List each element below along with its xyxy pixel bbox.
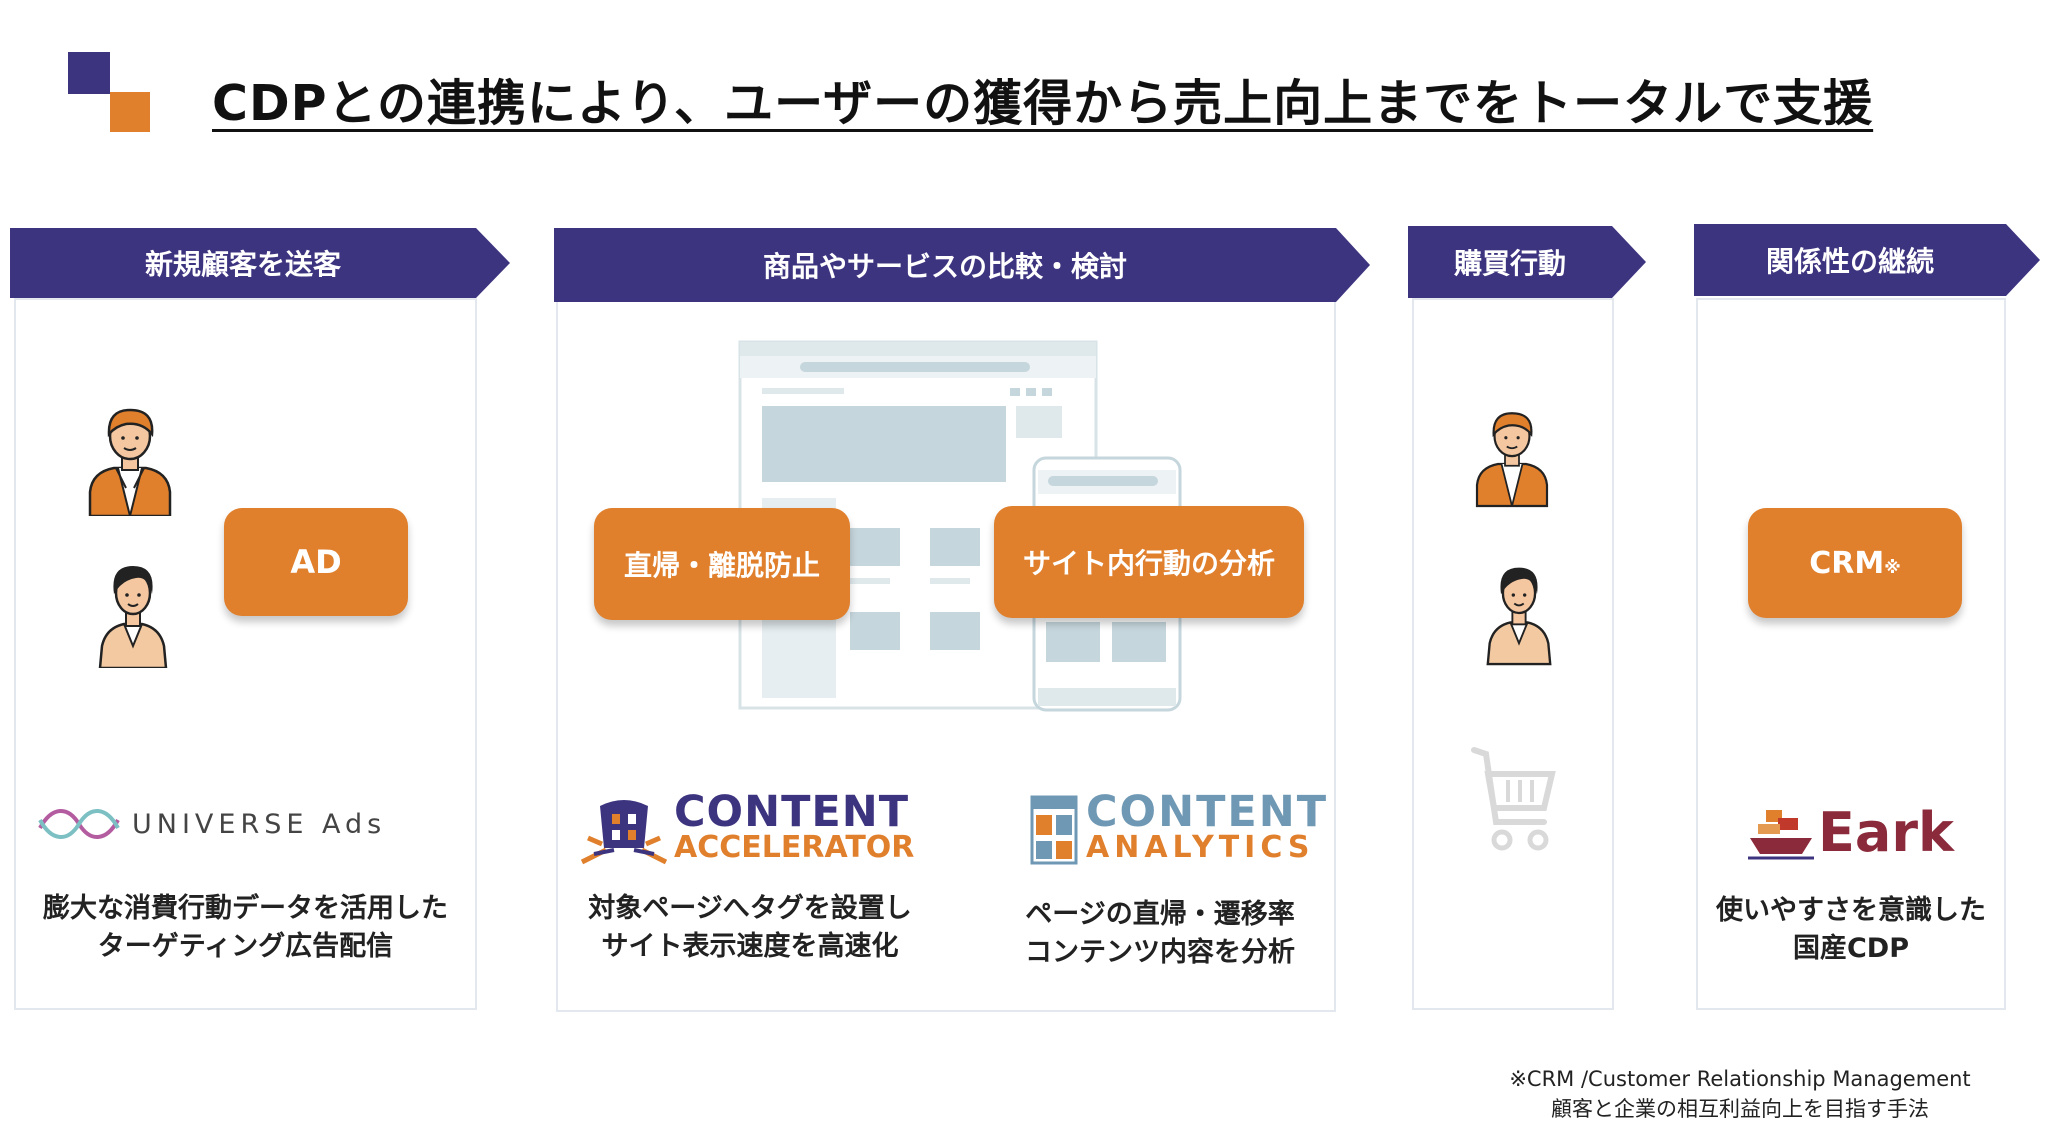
content-accelerator-line1: CONTENT bbox=[674, 787, 910, 837]
stage-header-purchase: 購買行動 bbox=[1408, 226, 1646, 298]
universe-ads-logo: UNIVERSE Ads bbox=[34, 804, 454, 844]
universe-ads-text: UNIVERSE Ads bbox=[132, 808, 387, 840]
stage-panel-acquisition bbox=[14, 298, 477, 1010]
ad-description-line2: ターゲティング広告配信 bbox=[97, 931, 394, 962]
content-analytics-line2: ANALYTICS bbox=[1086, 830, 1315, 865]
crm-button[interactable]: CRM※ bbox=[1748, 508, 1962, 618]
accelerator-description-line1: 対象ページへタグを設置し bbox=[588, 893, 912, 924]
shopping-cart-icon bbox=[1471, 747, 1556, 851]
logo-square-orange bbox=[110, 92, 150, 132]
analytics-description: ページの直帰・遷移率 コンテンツ内容を分析 bbox=[990, 896, 1330, 972]
crm-footnote-line1: ※CRM /Customer Relationship Management bbox=[1509, 1067, 1971, 1091]
crm-footnote-line2: 顧客と企業の相互利益向上を目指す手法 bbox=[1551, 1097, 1929, 1121]
analytics-description-line1: ページの直帰・遷移率 bbox=[1025, 899, 1295, 930]
bounce-prevention-button[interactable]: 直帰・離脱防止 bbox=[594, 508, 850, 620]
stage-header-comparison: 商品やサービスの比較・検討 bbox=[554, 228, 1370, 302]
person-man-icon bbox=[1475, 412, 1549, 508]
person-woman-icon bbox=[1486, 567, 1552, 666]
crm-footnote: ※CRM /Customer Relationship Management 顧… bbox=[1480, 1064, 2000, 1124]
crm-button-label: CRM bbox=[1809, 545, 1885, 581]
stage-panel-relationship bbox=[1696, 298, 2006, 1010]
person-woman-icon bbox=[98, 566, 168, 668]
content-analytics-logo: CONTENT ANALYTICS bbox=[1030, 787, 1336, 868]
accelerator-building-icon bbox=[580, 800, 668, 865]
eark-description: 使いやすさを意識した 国産CDP bbox=[1696, 892, 2006, 968]
stage-header-relationship: 関係性の継続 bbox=[1694, 224, 2040, 296]
stage-header-acquisition: 新規顧客を送客 bbox=[10, 228, 510, 298]
content-accelerator-line2: ACCELERATOR bbox=[674, 830, 915, 865]
content-accelerator-logo: CONTENT ACCELERATOR bbox=[578, 787, 918, 868]
content-analytics-line1: CONTENT bbox=[1086, 787, 1329, 837]
accelerator-description: 対象ページへタグを設置し サイト表示速度を高速化 bbox=[560, 890, 940, 966]
ad-description: 膨大な消費行動データを活用した ターゲティング広告配信 bbox=[14, 890, 477, 966]
site-behavior-analysis-button[interactable]: サイト内行動の分析 bbox=[994, 506, 1304, 618]
ad-button[interactable]: AD bbox=[224, 508, 408, 616]
person-man-icon bbox=[88, 408, 172, 516]
accelerator-description-line2: サイト表示速度を高速化 bbox=[601, 931, 899, 962]
logo-square-purple bbox=[68, 52, 110, 94]
ad-description-line1: 膨大な消費行動データを活用した bbox=[43, 893, 448, 924]
eark-text: Eark bbox=[1818, 800, 1954, 864]
infinity-logo-icon bbox=[38, 809, 120, 839]
eark-ship-icon bbox=[1748, 810, 1814, 860]
analytics-description-line2: コンテンツ内容を分析 bbox=[1025, 937, 1295, 968]
crm-note-mark: ※ bbox=[1884, 558, 1901, 578]
analytics-grid-icon bbox=[1030, 795, 1078, 865]
eark-logo: Eark bbox=[1748, 800, 1998, 864]
eark-description-line1: 使いやすさを意識した bbox=[1716, 895, 1986, 926]
eark-description-line2: 国産CDP bbox=[1792, 933, 1909, 964]
page-title: CDPとの連携により、ユーザーの獲得から売上向上までをトータルで支援 bbox=[212, 75, 1874, 132]
